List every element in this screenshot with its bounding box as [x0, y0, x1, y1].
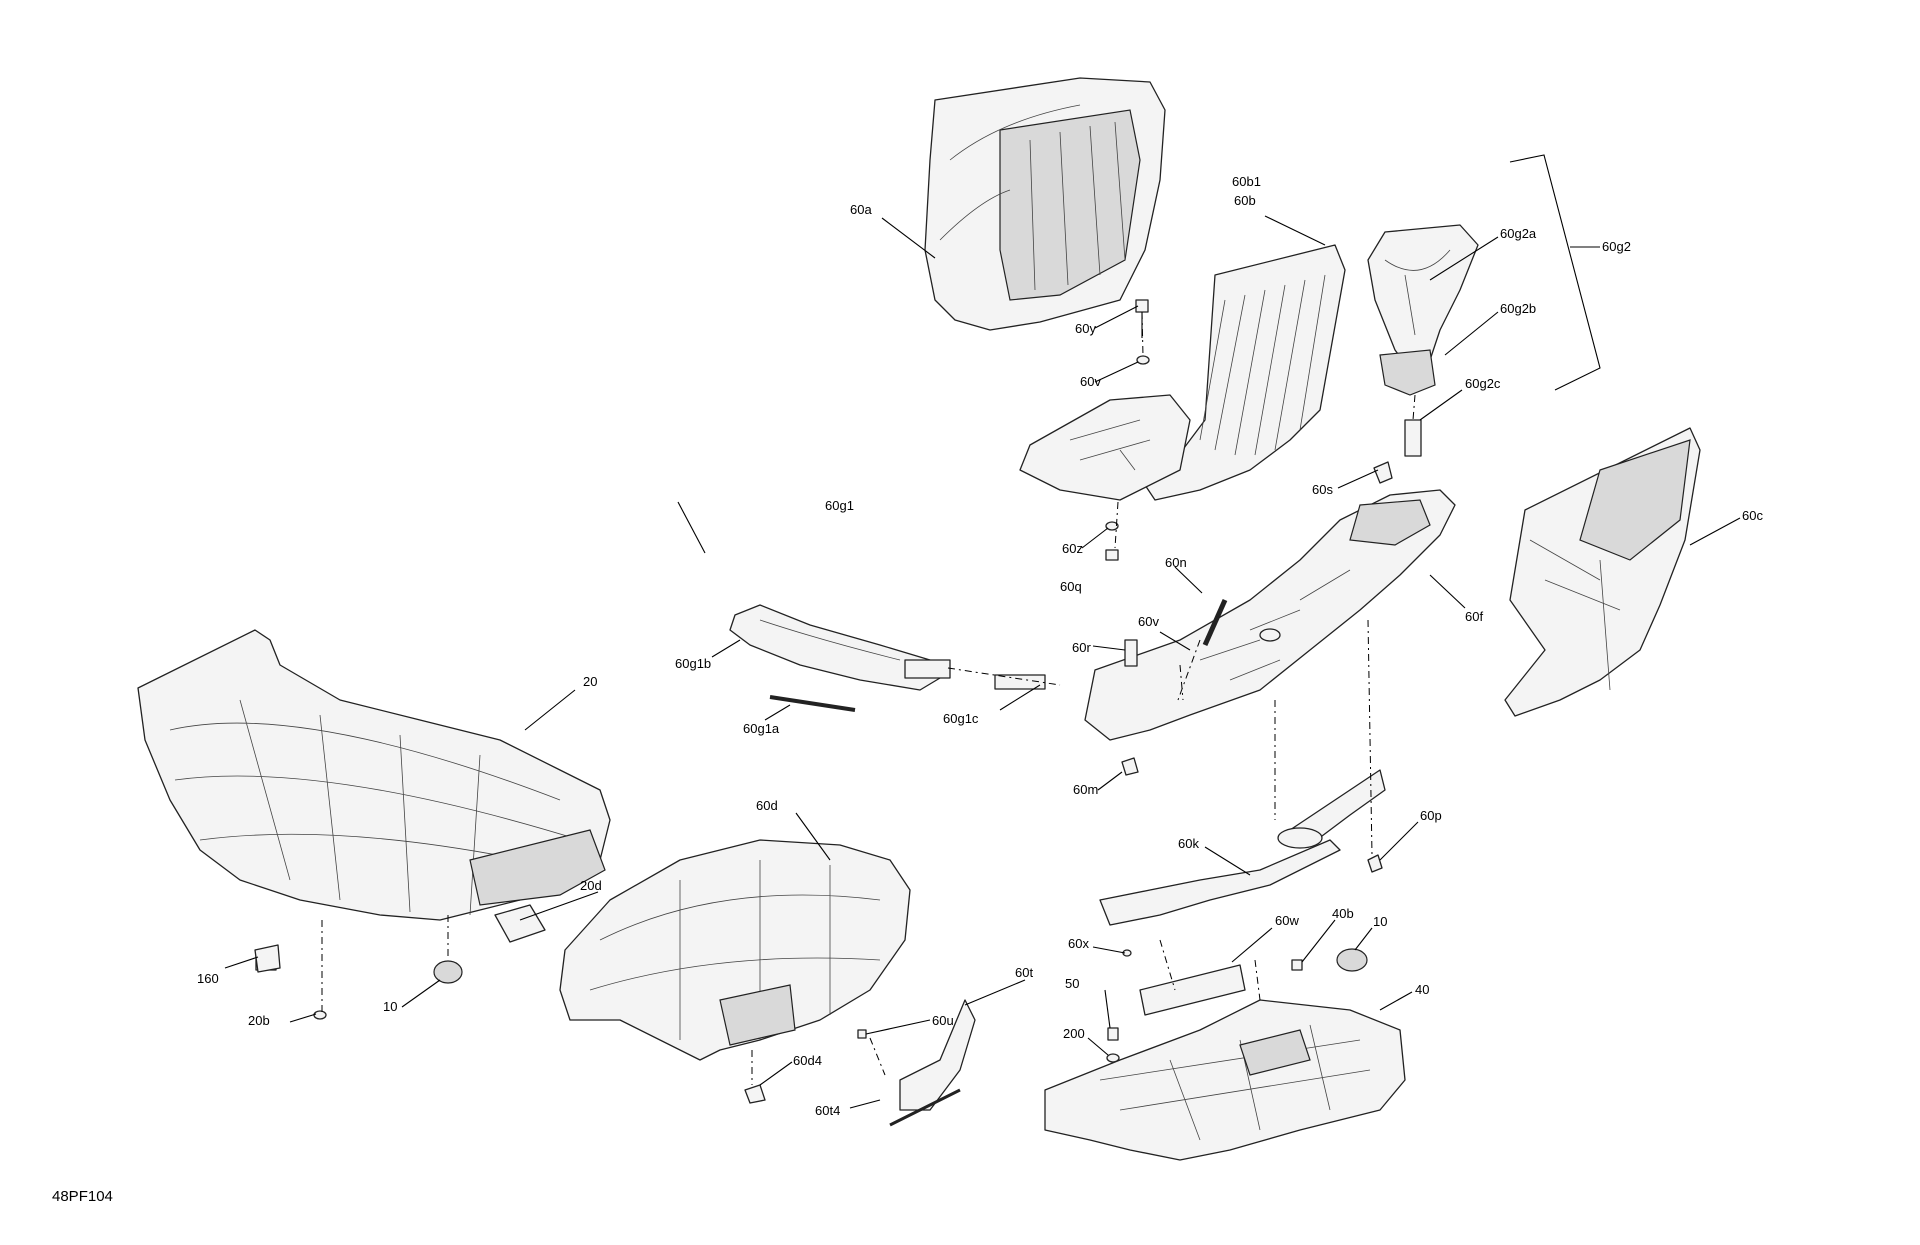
part-60w-plate[interactable] [1139, 964, 1246, 1016]
part-60m-clip[interactable] [1121, 757, 1139, 776]
part-60a-backrest[interactable] [924, 77, 1166, 331]
callout-20d: 20d [580, 878, 602, 893]
callout-60s: 60s [1312, 482, 1333, 497]
part-200-washer[interactable] [1106, 1053, 1120, 1063]
part-60v-washer[interactable] [1136, 355, 1150, 365]
callout-60g1a: 60g1a [743, 721, 780, 736]
callout-50: 50 [1065, 976, 1079, 991]
callout-160: 160 [197, 971, 219, 986]
callout-60g2b: 60g2b [1500, 301, 1536, 316]
callout-60u: 60u [932, 1013, 954, 1028]
callout-60g2: 60g2 [1602, 239, 1631, 254]
part-50-screw[interactable] [1107, 1027, 1119, 1041]
callout-60v-top: 60v [1080, 374, 1101, 389]
callout-60g1: 60g1 [825, 498, 854, 513]
callout-60n: 60n [1165, 555, 1187, 570]
part-60q-nut[interactable] [1105, 549, 1119, 561]
leader-lines [224, 154, 1741, 1109]
callout-60g1b: 60g1b [675, 656, 711, 671]
callout-labels: 60a 60b1 60b 60g2a 60g2 60g2b 60g2c 60y … [197, 174, 1763, 1118]
part-20-driver-seat[interactable] [137, 629, 611, 1020]
callout-40: 40 [1415, 982, 1429, 997]
callout-20b: 20b [248, 1013, 270, 1028]
part-60b-back-frame[interactable] [1019, 244, 1346, 501]
callout-40b: 40b [1332, 906, 1354, 921]
part-60s-clip[interactable] [1373, 461, 1393, 484]
callout-10-right: 10 [1373, 914, 1387, 929]
part-60c-side-shell[interactable] [1504, 427, 1701, 717]
callout-60a: 60a [850, 202, 872, 217]
part-60r-stud[interactable] [1124, 639, 1138, 667]
callout-200: 200 [1063, 1026, 1085, 1041]
part-60k-rail[interactable] [1099, 769, 1386, 926]
callout-60g1c: 60g1c [943, 711, 979, 726]
callout-60q: 60q [1060, 579, 1082, 594]
callout-60t: 60t [1015, 965, 1033, 980]
callout-60b: 60b [1234, 193, 1256, 208]
callout-60r: 60r [1072, 640, 1091, 655]
callout-60z: 60z [1062, 541, 1083, 556]
diagram-code: 48PF104 [52, 1188, 113, 1205]
part-60t-bracket[interactable] [889, 999, 976, 1127]
part-40-base[interactable] [1044, 999, 1406, 1161]
callout-60y: 60y [1075, 321, 1096, 336]
callout-60d: 60d [756, 798, 778, 813]
part-60d-passenger-seat[interactable] [559, 839, 911, 1061]
callout-60g2a: 60g2a [1500, 226, 1537, 241]
part-60f-seat-frame[interactable] [1084, 489, 1456, 741]
part-20d-latch[interactable] [494, 904, 546, 943]
callout-60b1: 60b1 [1232, 174, 1261, 189]
part-60z-washer[interactable] [1105, 521, 1119, 531]
part-60u-screw[interactable] [857, 1029, 867, 1039]
part-60d4-tab[interactable] [744, 1084, 766, 1104]
callout-60t4: 60t4 [815, 1103, 840, 1118]
callout-60v-mid: 60v [1138, 614, 1159, 629]
callout-60k: 60k [1178, 836, 1199, 851]
part-60g2-headrest[interactable] [1367, 224, 1479, 457]
part-10-bumper-right[interactable] [1336, 948, 1368, 972]
callout-60w: 60w [1275, 913, 1299, 928]
callout-10-left: 10 [383, 999, 397, 1014]
callout-20: 20 [583, 674, 597, 689]
callout-60f: 60f [1465, 609, 1483, 624]
part-60n-bolt[interactable] [1202, 598, 1228, 647]
callout-60d4: 60d4 [793, 1053, 822, 1068]
part-60g1-armrest[interactable] [729, 604, 1046, 712]
part-160-cap[interactable] [254, 944, 281, 973]
callout-60x: 60x [1068, 936, 1089, 951]
part-40b-nut[interactable] [1291, 959, 1303, 971]
callout-60m: 60m [1073, 782, 1098, 797]
callout-60g2c: 60g2c [1465, 376, 1501, 391]
callout-60p: 60p [1420, 808, 1442, 823]
part-10-bumper-left[interactable] [433, 960, 463, 984]
part-60p-clip[interactable] [1367, 854, 1383, 873]
callout-60c: 60c [1742, 508, 1763, 523]
alignment-lines [321, 311, 1416, 1085]
